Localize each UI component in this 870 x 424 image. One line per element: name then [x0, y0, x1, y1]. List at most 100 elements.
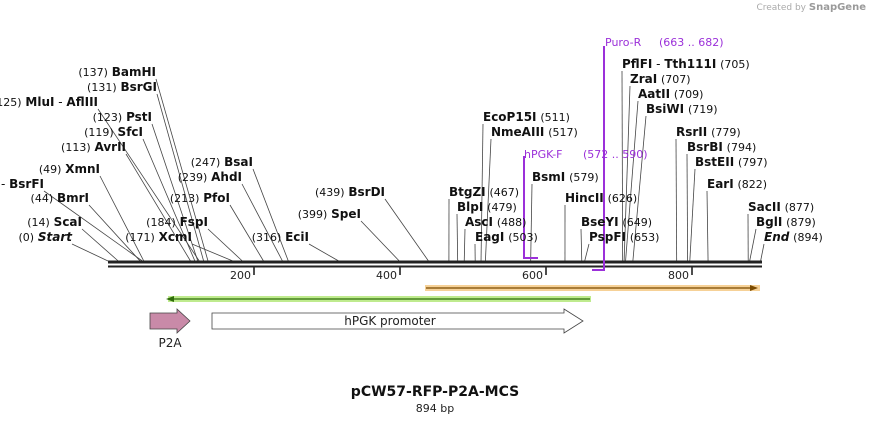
primer-hpgk-f-label: hPGK-F [524, 148, 562, 161]
site-eari[interactable]: EarI (822) [707, 177, 767, 191]
site-sfci[interactable]: (119) SfcI [84, 125, 143, 139]
site-bgli[interactable]: BglI (879) [756, 215, 816, 229]
site-bsrbi[interactable]: BsrBI (794) [687, 140, 756, 154]
primer-puro-r-mark [592, 46, 605, 271]
site-xcmi[interactable]: (171) XcmI [125, 230, 192, 244]
site-zrai[interactable]: ZraI (707) [630, 72, 691, 86]
site-name-ecii: EciI [285, 230, 309, 244]
site-label-end: End (894) [764, 230, 823, 244]
orange-feature-arrow[interactable] [425, 285, 760, 291]
site-label-blpi: BlpI (479) [457, 200, 517, 214]
site-hincii[interactable]: HincII (626) [565, 191, 637, 205]
site-line-bsrdi [384, 198, 429, 262]
site-position-end: (894) [793, 231, 823, 244]
orange-arrow-head [750, 285, 758, 291]
site-label-agei: (47) AgeI - BsrFI [0, 177, 44, 191]
site-blpi[interactable]: BlpI (479) [457, 200, 517, 214]
site-name-zrai: ZraI [630, 72, 657, 86]
site-name-bsiwi: BsiWI [646, 102, 684, 116]
site-ecop15i[interactable]: EcoP15I (511) [483, 110, 570, 124]
site-bsmi[interactable]: BsmI (579) [532, 170, 599, 184]
site-position-sacii: (877) [785, 201, 815, 214]
site-bseyi[interactable]: BseYI (649) [581, 215, 652, 229]
site-name-blpi: BlpI [457, 200, 483, 214]
site-line-sfci [142, 138, 196, 262]
site-label-nmeaiii: NmeAIII (517) [491, 125, 578, 139]
site-name-bsrbi: BsrBI [687, 140, 723, 154]
site-fspi[interactable]: (184) FspI [146, 215, 208, 229]
site-name-bsai: BsaI [224, 155, 253, 169]
site-ahdi[interactable]: (239) AhdI [178, 170, 242, 184]
site-position-aatii: (709) [674, 88, 704, 101]
primer-hpgk-f[interactable]: hPGK-F (572 .. 590) [523, 148, 648, 259]
site-agei[interactable]: (47) AgeI - BsrFI [0, 177, 44, 191]
site-pspfi[interactable]: PspFI (653) [589, 230, 659, 244]
site-line-eari [706, 190, 709, 262]
site-line-fspi [207, 228, 243, 262]
site-name-ahdi: AhdI [211, 170, 242, 184]
map-title: pCW57-RFP-P2A-MCS [350, 384, 520, 400]
site-line-psti [151, 123, 199, 262]
site-position-bsrdi: (439) [315, 186, 345, 199]
hpgk-promoter-arrow [211, 308, 584, 334]
site-label-btgzi: BtgZI (467) [449, 185, 519, 199]
site-line-bsiwi [632, 115, 647, 262]
site-bsiwi[interactable]: BsiWI (719) [646, 102, 718, 116]
site-btgzi[interactable]: BtgZI (467) [449, 185, 519, 199]
site-label-sfci: (119) SfcI [84, 125, 143, 139]
site-line-end [760, 243, 765, 262]
site-scai[interactable]: (14) ScaI [27, 215, 82, 229]
site-eagi[interactable]: EagI (503) [475, 230, 538, 244]
site-rsrii[interactable]: RsrII (779) [676, 125, 741, 139]
site-name-psti: PstI [126, 110, 152, 124]
feature-p2a[interactable]: P2A [149, 308, 191, 350]
site-avrii[interactable]: (113) AvrII [61, 140, 126, 154]
site-label-ecop15i: EcoP15I (511) [483, 110, 570, 124]
site-line-bgli [749, 228, 757, 262]
site-line-zrai [623, 85, 631, 262]
site-bsrgi[interactable]: (131) BsrGI [87, 80, 157, 94]
site-bsai[interactable]: (247) BsaI [191, 155, 253, 169]
site-mlui[interactable]: (125) MluI - AflIII [0, 95, 98, 109]
site-name-bsrgi: BsrGI [120, 80, 157, 94]
site-line-pspfi [584, 243, 590, 262]
hpgk-promoter-label: hPGK promoter [344, 314, 436, 328]
green-feature-arrow[interactable] [166, 296, 591, 302]
site-name-bseyi: BseYI [581, 215, 619, 229]
site-name-spei: SpeI [331, 207, 361, 221]
site-spei[interactable]: (399) SpeI [298, 207, 361, 221]
primer-puro-r[interactable]: Puro-R (663 .. 682) [592, 36, 724, 271]
site-bmri[interactable]: (44) BmrI [31, 191, 89, 205]
site-position-bgli: (879) [786, 216, 816, 229]
site-line-scai [81, 228, 119, 262]
site-position-xcmi: (171) [125, 231, 155, 244]
feature-hpgk-promoter[interactable]: hPGK promoter [211, 308, 584, 334]
site-line-spei [360, 220, 400, 262]
tick-label-200: 200 [230, 269, 251, 282]
tick-label-600: 600 [522, 269, 543, 282]
site-asci[interactable]: AscI (488) [465, 215, 526, 229]
site-label-avrii: (113) AvrII [61, 140, 126, 154]
site-position-rsrii: (779) [711, 126, 741, 139]
snapgene-logo: SnapGene [808, 2, 866, 13]
map-length: 894 bp [415, 402, 455, 415]
site-pfoi[interactable]: (213) PfoI [170, 191, 230, 205]
site-aatii[interactable]: AatII (709) [638, 87, 703, 101]
site-line-rsrii [675, 138, 678, 262]
site-sacii[interactable]: SacII (877) [748, 200, 814, 214]
site-ecii[interactable]: (316) EciI [252, 230, 309, 244]
site-end[interactable]: End (894) [764, 230, 823, 244]
site-bsrdi[interactable]: (439) BsrDI [315, 185, 385, 199]
site-nmeaiii[interactable]: NmeAIII (517) [491, 125, 578, 139]
site-psti[interactable]: (123) PstI [93, 110, 152, 124]
site-bamhi[interactable]: (137) BamHI [78, 65, 156, 79]
site-line-pfoi [229, 204, 264, 262]
site-line-xmni [99, 175, 145, 262]
site-start[interactable]: (0) Start [18, 230, 73, 244]
site-line-bsai [252, 168, 289, 262]
site-xmni[interactable]: (49) XmnI [39, 162, 100, 176]
site-pflfi[interactable]: PflFI - Tth111I (705) [622, 57, 750, 71]
site-label-bsrbi: BsrBI (794) [687, 140, 756, 154]
site-position-avrii: (113) [61, 141, 91, 154]
site-bsteii[interactable]: BstEII (797) [695, 155, 768, 169]
